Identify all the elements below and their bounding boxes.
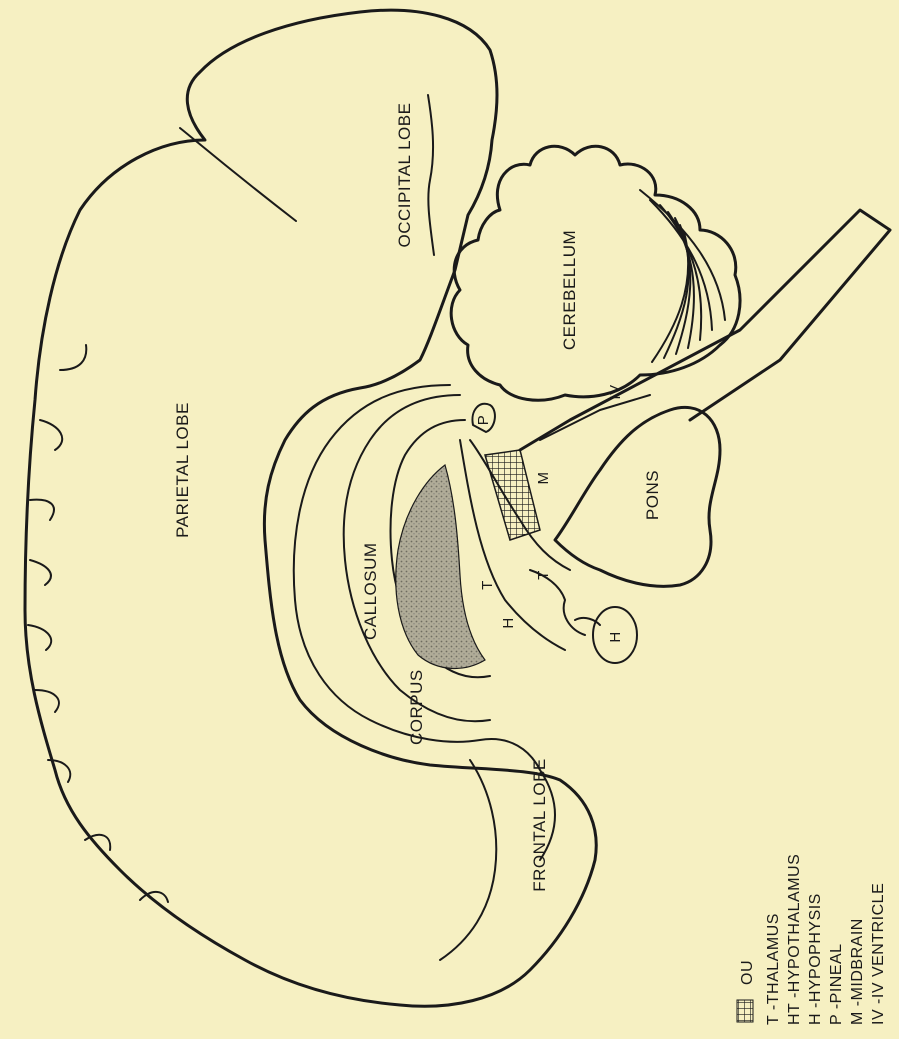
label-frontal-lobe: FRONTAL LOBE — [530, 758, 549, 892]
mark-thalamus-2: T — [535, 570, 552, 580]
mark-hypophysis: H — [607, 631, 624, 642]
label-cerebellum: CEREBELLUM — [560, 230, 579, 350]
legend-item-ou: OU — [739, 960, 756, 985]
frontal-boundary — [440, 760, 496, 960]
pons-outline — [555, 407, 720, 586]
legend-item-hypothalamus: HT -HYPOTHALAMUS — [786, 854, 803, 1025]
fourth-ventricle — [540, 395, 650, 440]
label-corpus: CORPUS — [407, 669, 426, 745]
legend-item-ventricle: IV -IV VENTRICLE — [870, 883, 887, 1025]
mark-hypothalamus: H — [500, 617, 517, 628]
parieto-occipital-sulcus — [180, 128, 296, 221]
legend-item-pineal: P -PINEAL — [828, 943, 845, 1025]
label-parietal: PARIETAL LOBE — [173, 402, 192, 538]
midbrain-hatched — [485, 450, 540, 540]
legend: OU T -THALAMUS HT -HYPOTHALAMUS H -HYPOP… — [737, 854, 887, 1025]
legend-hatch-swatch — [737, 1000, 753, 1022]
mark-midbrain: M — [535, 472, 552, 485]
cortex-bumps — [28, 345, 168, 902]
cerebellum-folia — [640, 190, 725, 362]
lateral-ventricle-shade — [396, 465, 485, 668]
legend-item-thalamus: T -THALAMUS — [765, 913, 782, 1025]
legend-item-midbrain: M -MIDBRAIN — [849, 918, 866, 1025]
label-occipital-lobe: OCCIPITAL LOBE — [395, 103, 414, 248]
mark-thalamus-1: T — [479, 580, 496, 590]
label-parietal-lobe: PARIETAL LOBE — [173, 402, 192, 538]
occipital-sulcus — [428, 95, 434, 255]
label-callosum: CALLOSUM — [361, 542, 380, 640]
label-pons: PONS — [643, 470, 662, 520]
mark-iv-ventricle: IV — [607, 384, 624, 399]
mark-pineal: P — [475, 415, 492, 426]
legend-item-hypophysis: H -HYPOPHYSIS — [807, 893, 824, 1025]
